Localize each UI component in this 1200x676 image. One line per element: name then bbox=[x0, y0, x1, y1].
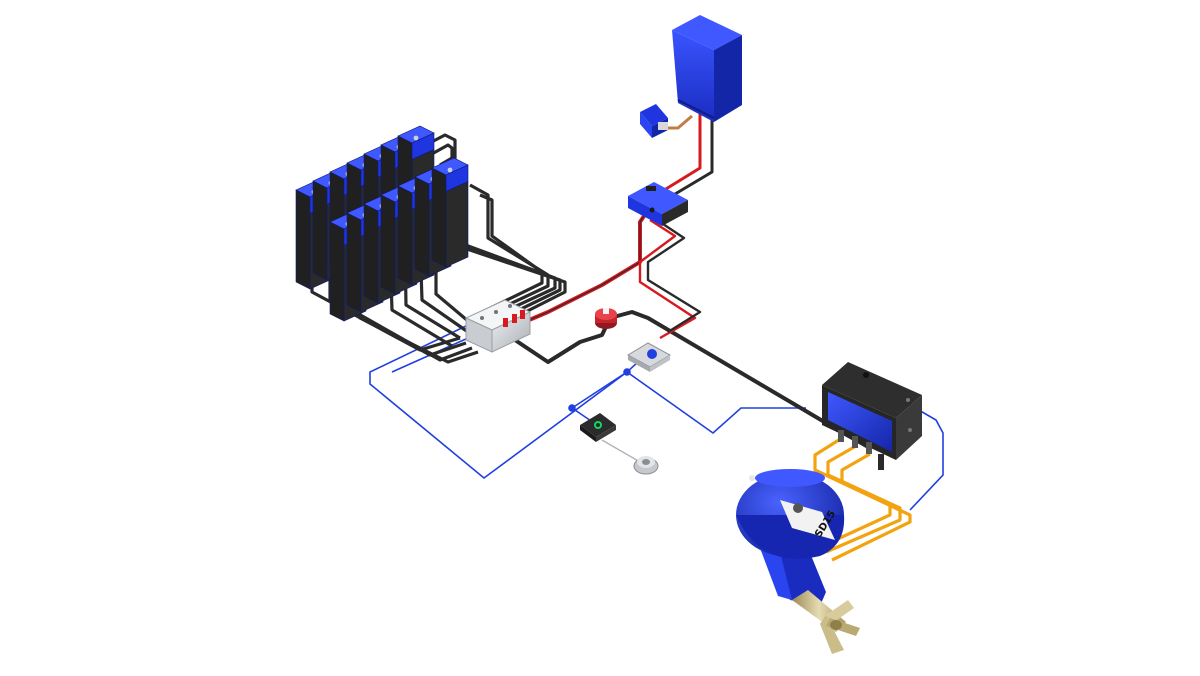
converter-red-out bbox=[638, 218, 697, 340]
battery-cell-body bbox=[445, 181, 469, 268]
battery-cell-front bbox=[312, 180, 328, 281]
fuse-icon bbox=[626, 342, 672, 372]
battery-cell-front bbox=[363, 203, 379, 304]
battery-bank-icon bbox=[295, 125, 469, 322]
converter-black-out bbox=[646, 221, 702, 334]
battery-cell-front bbox=[414, 176, 430, 277]
battery-cell-front bbox=[329, 221, 345, 322]
signal-node-1 bbox=[568, 404, 576, 412]
battery-terminal bbox=[447, 167, 453, 173]
negative-main-cable bbox=[510, 310, 871, 450]
battery-terminal bbox=[413, 135, 419, 141]
battery-cell-front bbox=[431, 167, 447, 268]
throttle-lever-icon bbox=[601, 439, 659, 475]
busbar-icon bbox=[464, 299, 532, 353]
charger-black-line bbox=[659, 110, 714, 205]
shore-power-plug-icon bbox=[640, 104, 668, 138]
signal-wire-busbar-loop bbox=[369, 324, 806, 480]
main-dc-cables bbox=[510, 110, 871, 450]
battery-switch-icon bbox=[595, 308, 617, 329]
battery-cell-front bbox=[397, 185, 413, 286]
signal-node-2 bbox=[623, 368, 631, 376]
motor-controller-icon bbox=[822, 362, 922, 470]
phase-cables bbox=[813, 436, 912, 562]
signal-wire-controller bbox=[904, 401, 944, 511]
battery-cell-front bbox=[346, 212, 362, 313]
pod-motor-icon: SD15 bbox=[736, 469, 860, 654]
shore-plug-lead bbox=[665, 114, 693, 130]
display-icon bbox=[580, 413, 616, 442]
converter-icon bbox=[628, 182, 688, 226]
battery-cell-front bbox=[380, 194, 396, 295]
battery-cell-front bbox=[295, 189, 311, 290]
positive-main-cable-inner bbox=[514, 209, 649, 327]
charger-icon bbox=[672, 15, 742, 122]
